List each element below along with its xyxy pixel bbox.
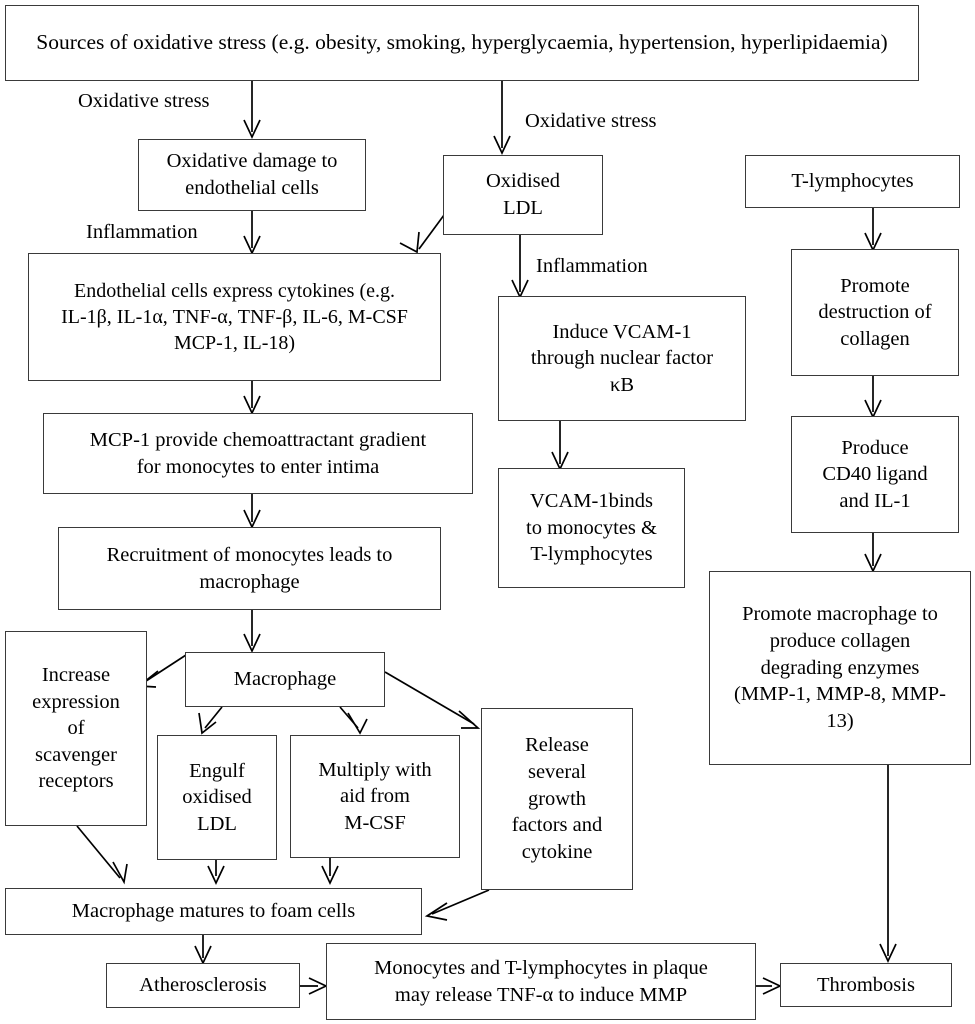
node-label: Oxidised LDL bbox=[485, 170, 561, 219]
node-induce-vcam1[interactable]: Induce VCAM-1 through nuclear factor κB bbox=[498, 296, 746, 421]
node-oxidised-ldl[interactable]: Oxidised LDL bbox=[443, 155, 603, 235]
node-release-growth-factors[interactable]: Release several growth factors and cytok… bbox=[481, 708, 633, 890]
node-engulf-oxidised-ldl[interactable]: Engulf oxidised LDL bbox=[157, 735, 277, 860]
node-label: Atherosclerosis bbox=[139, 974, 267, 997]
node-produce-cd40-ligand[interactable]: Produce CD40 ligand and IL-1 bbox=[791, 416, 959, 533]
node-label: Monocytes and T-lymphocytes in plaque ma… bbox=[374, 956, 708, 1006]
node-label: Oxidative damage to endothelial cells bbox=[166, 150, 338, 199]
node-vcam1-binds[interactable]: VCAM-1binds to monocytes & T-lymphocytes bbox=[498, 468, 685, 588]
node-promote-macrophage-mmp[interactable]: Promote macrophage to produce collagen d… bbox=[709, 571, 971, 765]
node-label: Promote destruction of collagen bbox=[818, 274, 932, 350]
node-endothelial-cytokines[interactable]: Endothelial cells express cytokines (e.g… bbox=[28, 253, 441, 381]
node-label: Endothelial cells express cytokines (e.g… bbox=[61, 280, 408, 354]
node-label: Sources of oxidative stress (e.g. obesit… bbox=[36, 30, 888, 55]
node-monocytes-in-plaque[interactable]: Monocytes and T-lymphocytes in plaque ma… bbox=[326, 943, 756, 1020]
node-oxidative-damage[interactable]: Oxidative damage to endothelial cells bbox=[138, 139, 366, 211]
node-atherosclerosis[interactable]: Atherosclerosis bbox=[106, 963, 300, 1008]
node-recruitment-of-monocytes[interactable]: Recruitment of monocytes leads to macrop… bbox=[58, 527, 441, 610]
node-thrombosis[interactable]: Thrombosis bbox=[780, 963, 952, 1007]
edge-label-inflammation-left: Inflammation bbox=[86, 221, 198, 243]
node-label: Induce VCAM-1 through nuclear factor κB bbox=[530, 320, 714, 396]
node-label: Increase expression of scavenger recepto… bbox=[32, 663, 120, 793]
node-label: Produce CD40 ligand and IL-1 bbox=[822, 436, 928, 512]
node-macrophage[interactable]: Macrophage bbox=[185, 652, 385, 707]
node-label: Release several growth factors and cytok… bbox=[511, 734, 603, 863]
node-sources-of-oxidative-stress[interactable]: Sources of oxidative stress (e.g. obesit… bbox=[5, 5, 919, 81]
node-mcp1-chemoattractant-gradient[interactable]: MCP-1 provide chemoattractant gradient f… bbox=[43, 413, 473, 494]
node-label: Promote macrophage to produce collagen d… bbox=[734, 603, 946, 732]
node-label: Engulf oxidised LDL bbox=[182, 759, 252, 835]
node-label: MCP-1 provide chemoattractant gradient f… bbox=[89, 428, 427, 478]
node-multiply-with-mcsf[interactable]: Multiply with aid from M-CSF bbox=[290, 735, 460, 858]
node-label: Macrophage bbox=[233, 668, 337, 691]
edge-label-oxidative-stress-right: Oxidative stress bbox=[525, 110, 657, 132]
edge-label-inflammation-mid: Inflammation bbox=[536, 255, 648, 277]
node-label: VCAM-1binds to monocytes & T-lymphocytes bbox=[526, 490, 657, 566]
node-label: T-lymphocytes bbox=[791, 170, 914, 193]
node-foam-cells[interactable]: Macrophage matures to foam cells bbox=[5, 888, 422, 935]
node-label: Recruitment of monocytes leads to macrop… bbox=[106, 543, 393, 593]
node-promote-destruction-of-collagen[interactable]: Promote destruction of collagen bbox=[791, 249, 959, 376]
node-label: Macrophage matures to foam cells bbox=[71, 900, 356, 923]
node-t-lymphocytes[interactable]: T-lymphocytes bbox=[745, 155, 960, 208]
node-label: Thrombosis bbox=[817, 973, 915, 996]
node-increase-scavenger-receptors[interactable]: Increase expression of scavenger recepto… bbox=[5, 631, 147, 826]
node-label: Multiply with aid from M-CSF bbox=[318, 758, 432, 834]
edge-label-oxidative-stress-left: Oxidative stress bbox=[78, 90, 210, 112]
